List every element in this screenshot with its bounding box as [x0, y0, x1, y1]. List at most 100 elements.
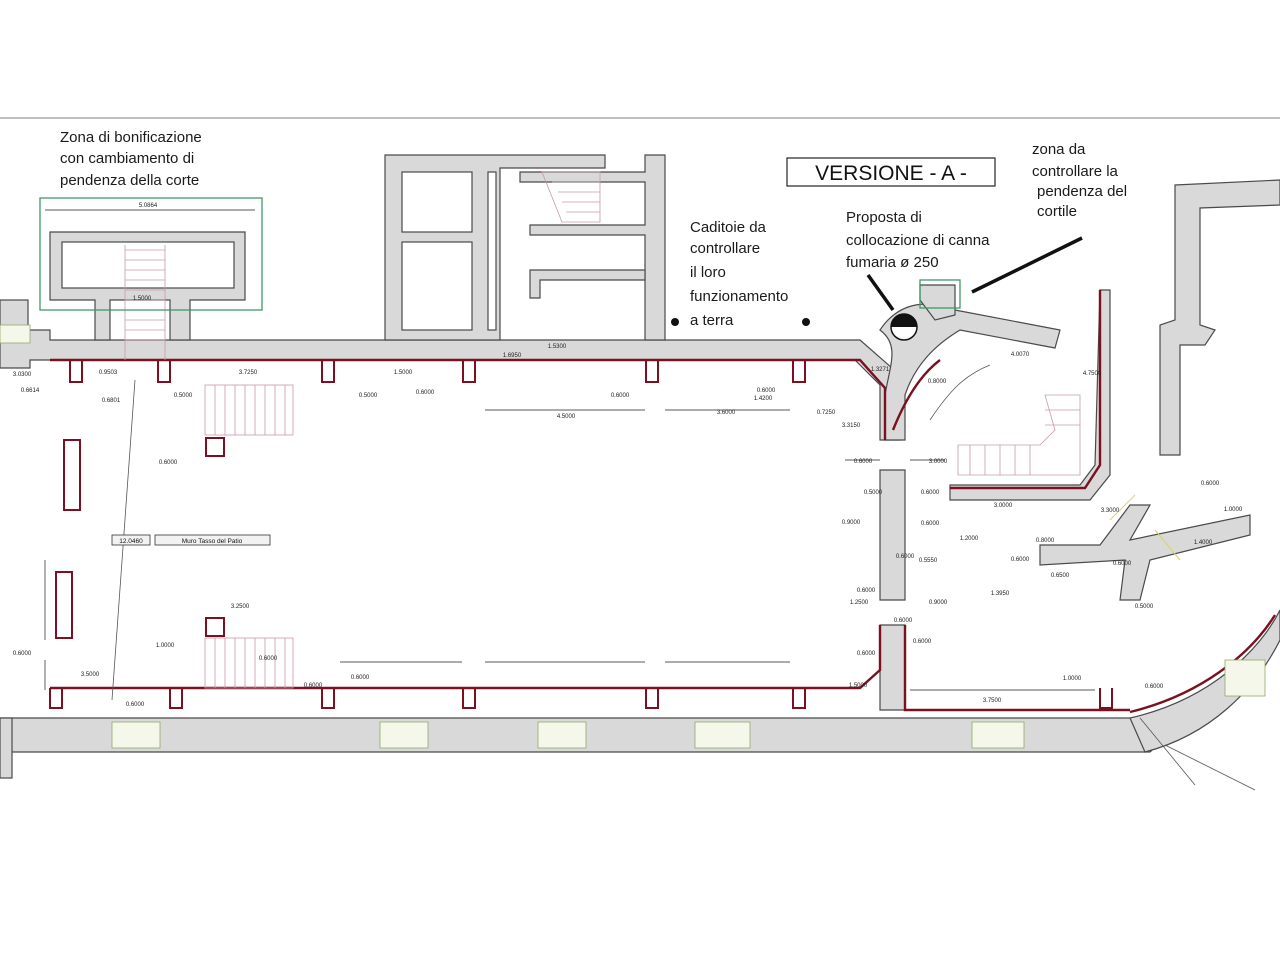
note-line: pendenza del [1037, 183, 1127, 200]
note-line: cortile [1037, 203, 1077, 220]
dimension-label: 1.4000 [1194, 540, 1213, 546]
dimension-label: 3.6000 [717, 410, 736, 416]
dimension-label: 0.6000 [857, 588, 876, 594]
dimension-label: 0.6000 [304, 683, 323, 689]
windows [0, 324, 1266, 749]
dimension-label: 0.6000 [857, 651, 876, 657]
wall-tag-code: 12.0460 [119, 538, 143, 545]
wall-tag-label-frame [154, 534, 271, 546]
note-canna-fumaria: Proposta di collocazione di canna fumari… [846, 209, 990, 271]
dimension-label: 1.5000 [849, 683, 868, 689]
dimension-label: 1.2500 [850, 600, 869, 606]
dimension-label: 0.5550 [919, 558, 938, 564]
dimension-label: 1.5300 [548, 344, 567, 350]
dimension-label: 0.6000 [1145, 684, 1164, 690]
drain-marker [671, 318, 679, 326]
dimension-label: 0.8000 [1036, 538, 1055, 544]
dimension-label: 1.2000 [960, 536, 979, 542]
dimension-label: 0.6000 [13, 651, 32, 657]
dimension-label: 0.6614 [21, 388, 40, 394]
stairs [124, 171, 1081, 689]
title-frame [786, 157, 996, 187]
dimension-label: 4.5000 [557, 414, 576, 420]
dimension-label: 3.5000 [81, 672, 100, 678]
dimension-label: 5.0864 [139, 203, 158, 209]
note-line: controllare la [1032, 163, 1119, 180]
dimension-label: 0.6000 [913, 639, 932, 645]
dimension-label: 0.6000 [757, 388, 776, 394]
drains [671, 313, 918, 341]
note-line: con cambiamento di [60, 150, 194, 167]
dimension-label: 0.6000 [894, 618, 913, 624]
dimension-label: 0.6000 [1113, 561, 1132, 567]
walls [0, 154, 1280, 779]
dimension-label: 3.0300 [13, 372, 32, 378]
dimension-label: 1.4200 [754, 396, 773, 402]
wall-tag: 12.0460 Muro Tasso del Patio [111, 534, 271, 546]
annotation-arrows [866, 236, 1083, 312]
wall-tag-code-frame [111, 534, 151, 546]
dimension-label: 1.0000 [1224, 507, 1243, 513]
dimension-label: 4.0070 [1011, 352, 1030, 358]
dimension-label: 0.9000 [929, 600, 948, 606]
note-line: pendenza della corte [60, 172, 199, 189]
dimension-label: 3.0000 [994, 503, 1013, 509]
dimension-label: 0.6000 [351, 675, 370, 681]
dimension-label: 3.7250 [239, 370, 258, 376]
highlight-zones [39, 197, 1181, 561]
dimension-label: 0.6000 [921, 521, 940, 527]
note-bonifica: Zona di bonificazione con cambiamento di… [60, 129, 202, 189]
title-block: VERSIONE - A - [786, 157, 996, 187]
note-line: il loro [690, 264, 726, 281]
note-line: Proposta di [846, 209, 922, 226]
note-line: zona da [1032, 141, 1086, 158]
section-lines [49, 290, 1277, 714]
note-line: collocazione di canna [846, 232, 990, 249]
dimension-label: 0.6000 [854, 459, 873, 465]
dimension-label: 0.5000 [174, 393, 193, 399]
dimension-label: 0.7250 [817, 410, 836, 416]
dimension-label: 0.6000 [1201, 481, 1220, 487]
wall-tag-label: Muro Tasso del Patio [182, 538, 243, 545]
dimension-labels: 5.08641.50003.03000.66140.95030.68010.50… [13, 203, 1243, 708]
dimension-label: 0.6000 [611, 393, 630, 399]
note-line: a terra [690, 312, 734, 329]
note-line: Caditoie da [690, 219, 767, 236]
dimension-label: 1.3271 [871, 367, 890, 373]
dimension-label: 0.6000 [416, 390, 435, 396]
drain-marker [802, 318, 810, 326]
dimension-label: 0.8000 [928, 379, 947, 385]
dimension-label: 0.6000 [1011, 557, 1030, 563]
dimension-label: 0.5000 [1135, 604, 1154, 610]
dimension-label: 0.9503 [99, 370, 118, 376]
note-pendenza: zona da controllare la pendenza del cort… [1032, 141, 1127, 220]
dimension-label: 1.5000 [394, 370, 413, 376]
dimension-label: 3.2500 [231, 604, 250, 610]
dimension-label: 1.0000 [1063, 676, 1082, 682]
dimension-label: 0.5000 [864, 490, 883, 496]
dimension-label: 0.6000 [921, 490, 940, 496]
dimension-label: 1.6950 [503, 353, 522, 359]
note-line: controllare [690, 240, 760, 257]
note-line: Zona di bonificazione [60, 129, 202, 146]
flue-marker [890, 313, 918, 341]
note-caditoie: Caditoie da controllare il loro funziona… [690, 219, 788, 329]
dimension-label: 0.6000 [159, 460, 178, 466]
dimension-label: 3.3150 [842, 423, 861, 429]
note-line: fumaria ø 250 [846, 254, 939, 271]
dimension-label: 0.6000 [896, 554, 915, 560]
dimension-label: 0.6000 [126, 702, 145, 708]
dimension-label: 1.0000 [156, 643, 175, 649]
dimension-label: 3.7500 [983, 698, 1002, 704]
dimension-label: 4.7500 [1083, 371, 1102, 377]
title-text: VERSIONE - A - [815, 162, 967, 185]
note-line: funzionamento [690, 288, 788, 305]
dimension-label: 0.6500 [1051, 573, 1070, 579]
dimension-label: 3.0000 [929, 459, 948, 465]
dimension-label: 0.5000 [359, 393, 378, 399]
dimension-label: 0.6000 [259, 656, 278, 662]
dimension-label: 1.5000 [133, 296, 152, 302]
dimension-label: 1.3950 [991, 591, 1010, 597]
dimension-label: 3.3000 [1101, 508, 1120, 514]
